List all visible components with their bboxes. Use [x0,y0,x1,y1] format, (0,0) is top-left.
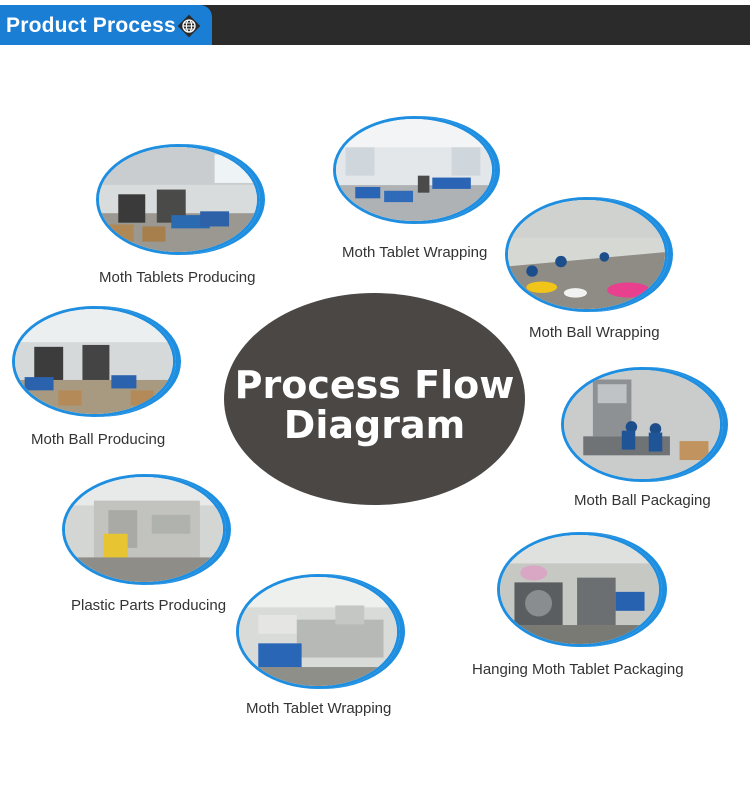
center-title-line2: Diagram [283,403,466,447]
globe-icon [177,14,201,38]
step-label: Moth Tablets Producing [99,269,256,286]
center-title-line1: Process Flow [234,363,515,407]
step-label: Hanging Moth Tablet Packaging [472,661,684,678]
moth-tablet-wrapping-photo [333,116,495,224]
hanging-moth-tablet-packaging-photo [497,532,662,647]
moth-tablet-wrapping-photo [236,574,400,689]
section-title-tab: Product Process [0,5,212,45]
moth-ball-packaging-photo [561,367,723,482]
step-label: Moth Tablet Wrapping [246,700,392,717]
step-label: Moth Ball Producing [31,431,166,448]
process-flow-center [224,293,525,505]
step-label: Moth Ball Packaging [574,492,711,509]
moth-tablets-producing-photo [96,144,260,255]
moth-ball-wrapping-photo [505,197,668,312]
step-label: Moth Ball Wrapping [529,324,660,341]
step-label: Plastic Parts Producing [71,597,227,614]
plastic-parts-producing-photo [62,474,226,585]
moth-ball-producing-photo [12,306,176,417]
center-title: Process Flow Diagram [224,365,525,445]
section-title: Product Process [6,14,176,37]
step-label: Moth Tablet Wrapping [342,244,488,261]
